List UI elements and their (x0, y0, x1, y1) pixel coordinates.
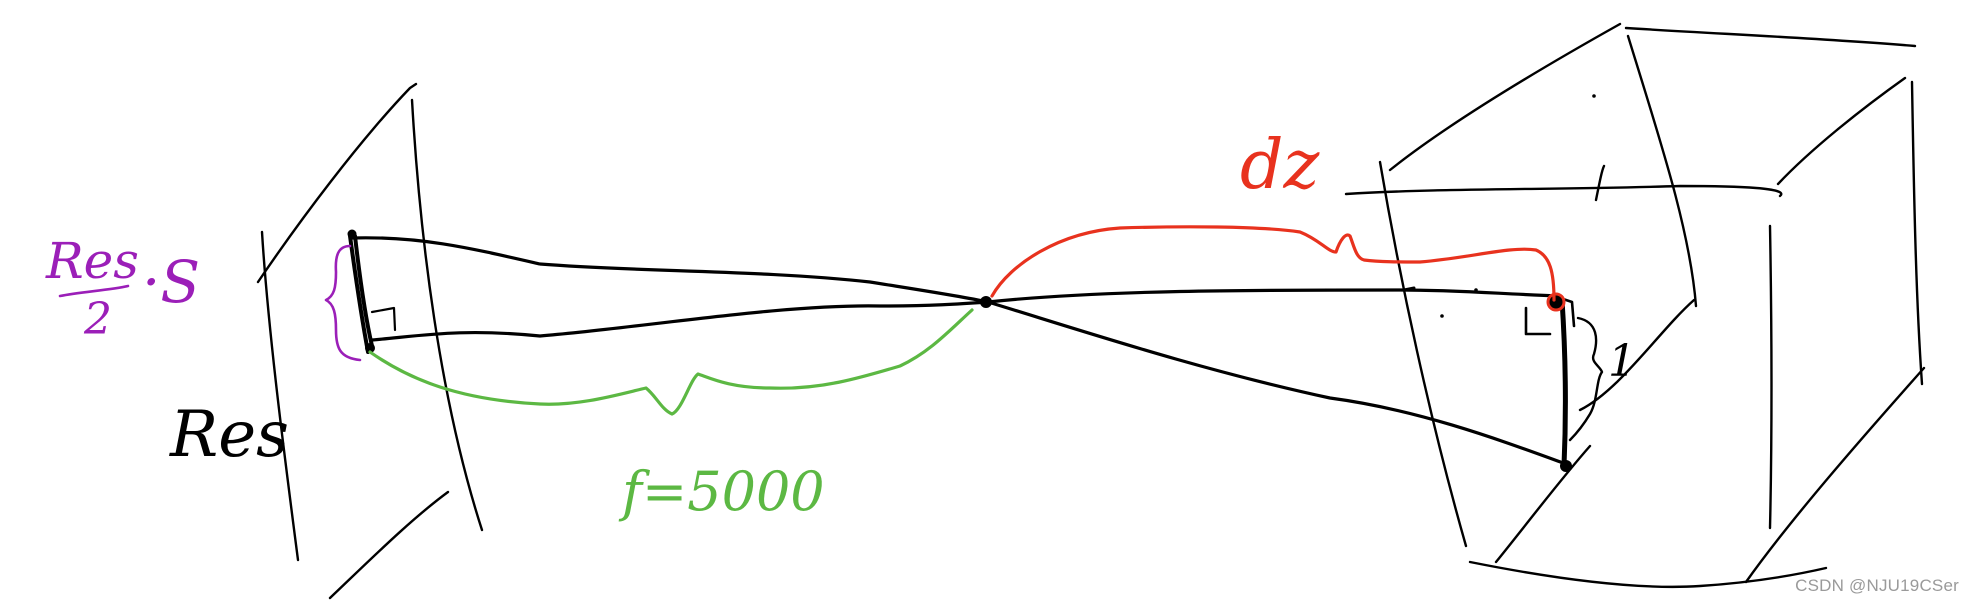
box-ray-tick (1402, 286, 1416, 292)
world-segment-bottom-point (1560, 460, 1572, 472)
label-res: Res (169, 398, 289, 472)
box-bottom-right-edge (1744, 366, 1926, 584)
focal-length-curve (368, 308, 974, 416)
projection-rays (350, 236, 1568, 466)
label-res-half-numerator: Res (45, 232, 139, 290)
box-dot-top (1592, 94, 1596, 98)
box-back-left-vertical (1626, 34, 1698, 308)
label-unit-length: 1 (1608, 336, 1636, 387)
fraction-bar (58, 284, 130, 298)
box-bottom-left-edge (1494, 444, 1592, 564)
box-dot-left (1440, 314, 1444, 318)
box-dot-ray (1474, 288, 1478, 292)
label-res-half-denominator: 2 (83, 294, 112, 345)
label-res-half-s: Res 2 ·S (45, 232, 200, 345)
image-plane-left-edge (260, 230, 300, 562)
box-bottom-front-edge (1468, 560, 1828, 589)
pinhole-center-point (980, 296, 992, 308)
image-segment-top-point (347, 229, 357, 239)
image-segment-bottom-point (365, 343, 375, 353)
box-front-right-vertical (1768, 224, 1773, 530)
image-segment-line-double (353, 234, 374, 348)
box-top-back-edge (1624, 26, 1917, 48)
world-segment-line (1559, 297, 1568, 469)
box-back-right-vertical (1910, 80, 1924, 386)
image-plane-bottom-edge (328, 490, 450, 600)
ray-lower-right (986, 300, 1568, 466)
box-front-left-vertical (1378, 160, 1468, 548)
ray-lower-left (370, 300, 990, 342)
depth-target-marker (1546, 292, 1566, 312)
box-top-left-edge (1388, 22, 1622, 172)
world-box (1344, 22, 1926, 589)
depth-curve (990, 225, 1556, 302)
world-segment (1524, 294, 1604, 472)
world-right-angle-mark (1524, 306, 1552, 336)
image-segment (347, 229, 397, 354)
box-inner-mark (1594, 164, 1606, 202)
watermark: CSDN @NJU19CSer (1795, 576, 1959, 595)
label-focal-length: f=5000 (618, 460, 825, 523)
ray-upper-right (986, 288, 1562, 304)
image-right-angle-mark (370, 306, 397, 332)
image-plane (256, 82, 484, 600)
label-depth: dz (1240, 126, 1321, 205)
world-segment-brace (1568, 316, 1604, 442)
box-top-right-edge (1776, 76, 1907, 186)
box-top-front-edge (1344, 184, 1783, 198)
image-half-size-brace (324, 244, 362, 362)
ray-upper-left (350, 236, 990, 304)
image-plane-top-edge (256, 82, 418, 284)
image-plane-right-edge (410, 98, 484, 532)
label-res-half-suffix: ·S (142, 248, 200, 316)
image-segment-line (348, 234, 370, 354)
